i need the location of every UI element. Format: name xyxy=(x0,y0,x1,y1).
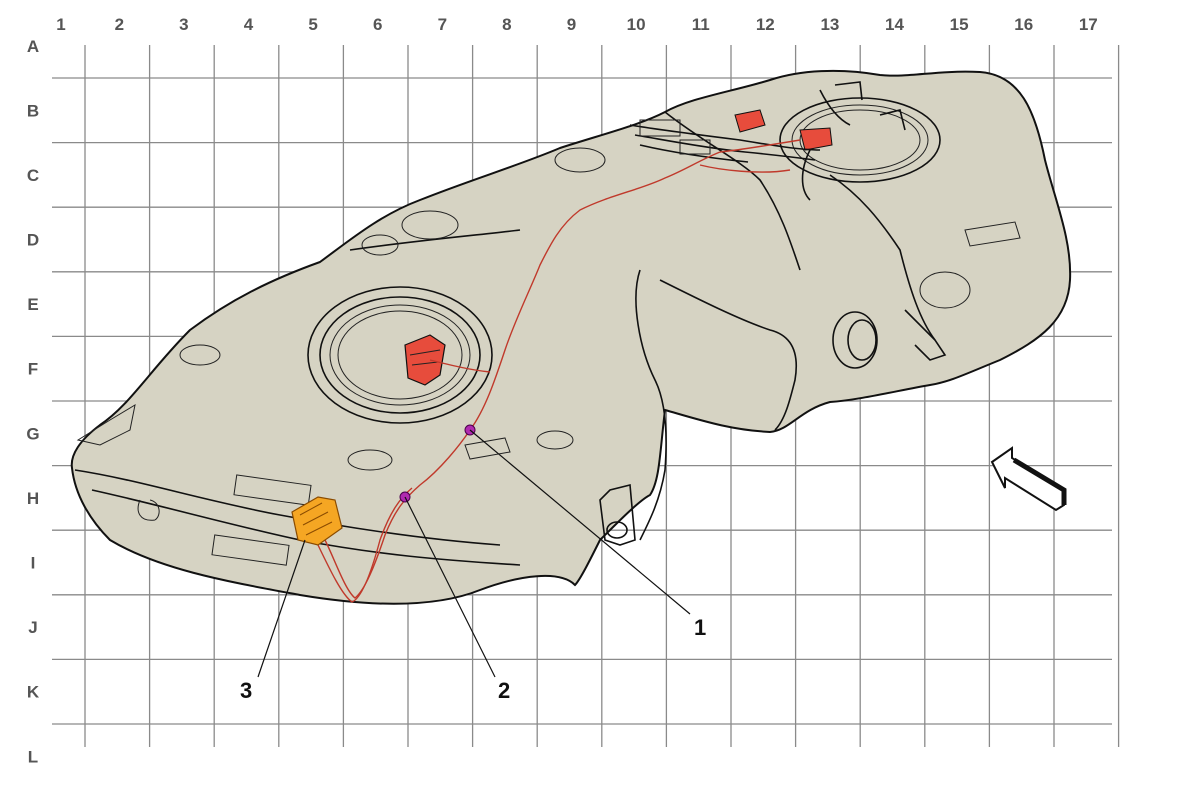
fuel-lines-top xyxy=(629,119,821,163)
fuel-pump-connector-left xyxy=(404,334,446,386)
grid-column-label: 4 xyxy=(244,15,254,34)
connector-3 xyxy=(291,496,343,546)
grid-row-labels: A B C D E F G H I J K L xyxy=(26,37,39,766)
direction-arrow-icon xyxy=(990,446,1067,512)
grid-row-label: B xyxy=(27,101,39,120)
grid-column-label: 12 xyxy=(756,15,775,34)
grid-row-label: E xyxy=(27,295,38,314)
leader-line-3 xyxy=(257,539,306,678)
grid-column-label: 15 xyxy=(950,15,969,34)
grid-column-label: 3 xyxy=(179,15,188,34)
grid-row-label: C xyxy=(27,166,39,185)
leader-line-2 xyxy=(404,496,496,678)
grid-row-label: K xyxy=(27,683,40,702)
fuel-pump-flange-left xyxy=(307,286,493,424)
grid-column-label: 16 xyxy=(1014,15,1033,34)
grid-column-label: 2 xyxy=(115,15,124,34)
grid-column-label: 14 xyxy=(885,15,904,34)
grid-column-label: 17 xyxy=(1079,15,1098,34)
grid-column-label: 13 xyxy=(820,15,839,34)
wiring-harness xyxy=(317,139,801,603)
grid-row-label: F xyxy=(28,360,38,379)
filler-neck xyxy=(832,309,947,369)
callout-label-1: 1 xyxy=(694,615,706,640)
grid-column-label: 10 xyxy=(627,15,646,34)
grid-column-label: 9 xyxy=(567,15,576,34)
grid-row-label: A xyxy=(27,37,39,56)
leader-line-1 xyxy=(469,429,691,615)
grid-column-label: 5 xyxy=(308,15,317,34)
grid-column-label: 6 xyxy=(373,15,382,34)
fuel-pump-connector-right xyxy=(734,109,833,151)
grid-row-label: G xyxy=(26,424,39,443)
fuel-pump-flange-right xyxy=(779,81,941,341)
mounting-strap xyxy=(599,483,636,546)
grid-row-label: I xyxy=(31,554,36,573)
grid-column-label: 11 xyxy=(692,15,710,34)
grid-row-label: J xyxy=(28,618,37,637)
grid-row-label: H xyxy=(27,489,39,508)
grid-column-label: 8 xyxy=(502,15,511,34)
grid-row-label: L xyxy=(28,747,38,766)
callout-label-3: 3 xyxy=(240,678,252,703)
callout-label-2: 2 xyxy=(498,678,510,703)
grid-column-label: 1 xyxy=(56,15,65,34)
grid-row-label: D xyxy=(27,231,39,250)
fuel-tank xyxy=(70,69,1072,605)
grid-column-label: 7 xyxy=(438,15,447,34)
